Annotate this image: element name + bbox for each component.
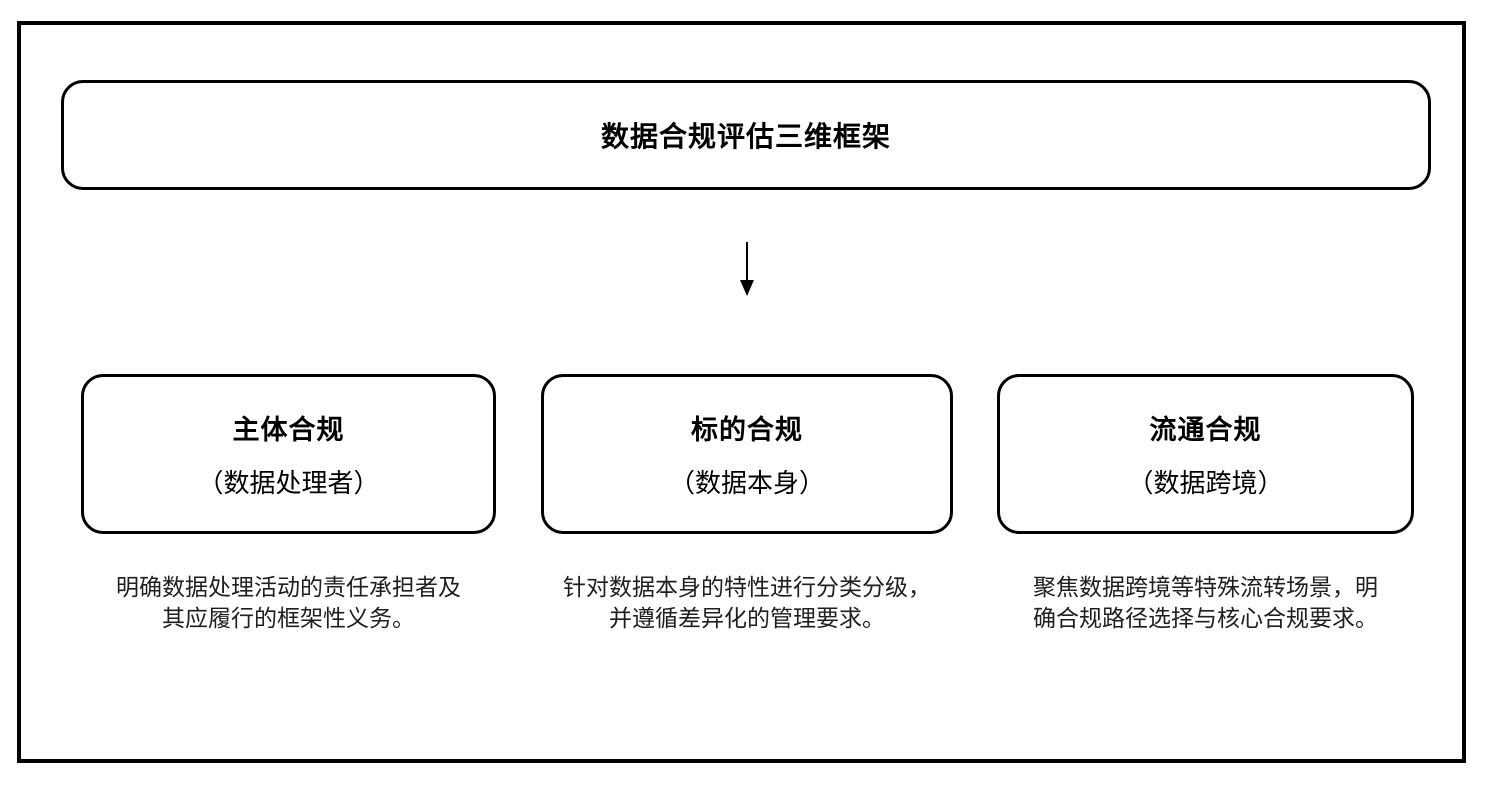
diagram-frame: 数据合规评估三维框架 主体合规 （数据处理者） 明确数据处理活动的责任承担者及 … [17,21,1466,763]
dimension-heading: 流通合规 [1149,415,1262,445]
dimension-subtitle: （数据处理者） [197,468,380,498]
dimension-description: 明确数据处理活动的责任承担者及 其应履行的框架性义务。 [116,572,461,634]
description-line: 并遵循差异化的管理要求。 [609,605,885,631]
dimension-description: 针对数据本身的特性进行分类分级， 并遵循差异化的管理要求。 [563,572,931,634]
dimension-column-subject: 主体合规 （数据处理者） 明确数据处理活动的责任承担者及 其应履行的框架性义务。 [81,374,496,634]
dimension-subtitle: （数据跨境） [1127,468,1284,498]
dimension-column-object: 标的合规 （数据本身） 针对数据本身的特性进行分类分级， 并遵循差异化的管理要求… [541,374,953,634]
dimension-description: 聚焦数据跨境等特殊流转场景，明 确合规路径选择与核心合规要求。 [1033,572,1378,634]
dimension-heading: 主体合规 [232,415,345,445]
dimension-subtitle: （数据本身） [668,468,825,498]
dimension-box-circulation: 流通合规 （数据跨境） [997,374,1414,534]
description-line: 明确数据处理活动的责任承担者及 [116,574,461,600]
framework-title-box: 数据合规评估三维框架 [61,80,1431,190]
dimension-box-subject: 主体合规 （数据处理者） [81,374,496,534]
description-line: 其应履行的框架性义务。 [162,605,415,631]
framework-title: 数据合规评估三维框架 [600,121,891,152]
dimension-heading: 标的合规 [691,415,803,445]
description-line: 针对数据本身的特性进行分类分级， [563,574,931,600]
arrow-down-icon [740,242,754,296]
dimension-column-circulation: 流通合规 （数据跨境） 聚焦数据跨境等特殊流转场景，明 确合规路径选择与核心合规… [997,374,1414,634]
description-line: 确合规路径选择与核心合规要求。 [1033,605,1378,631]
dimension-box-object: 标的合规 （数据本身） [541,374,953,534]
description-line: 聚焦数据跨境等特殊流转场景，明 [1033,574,1378,600]
